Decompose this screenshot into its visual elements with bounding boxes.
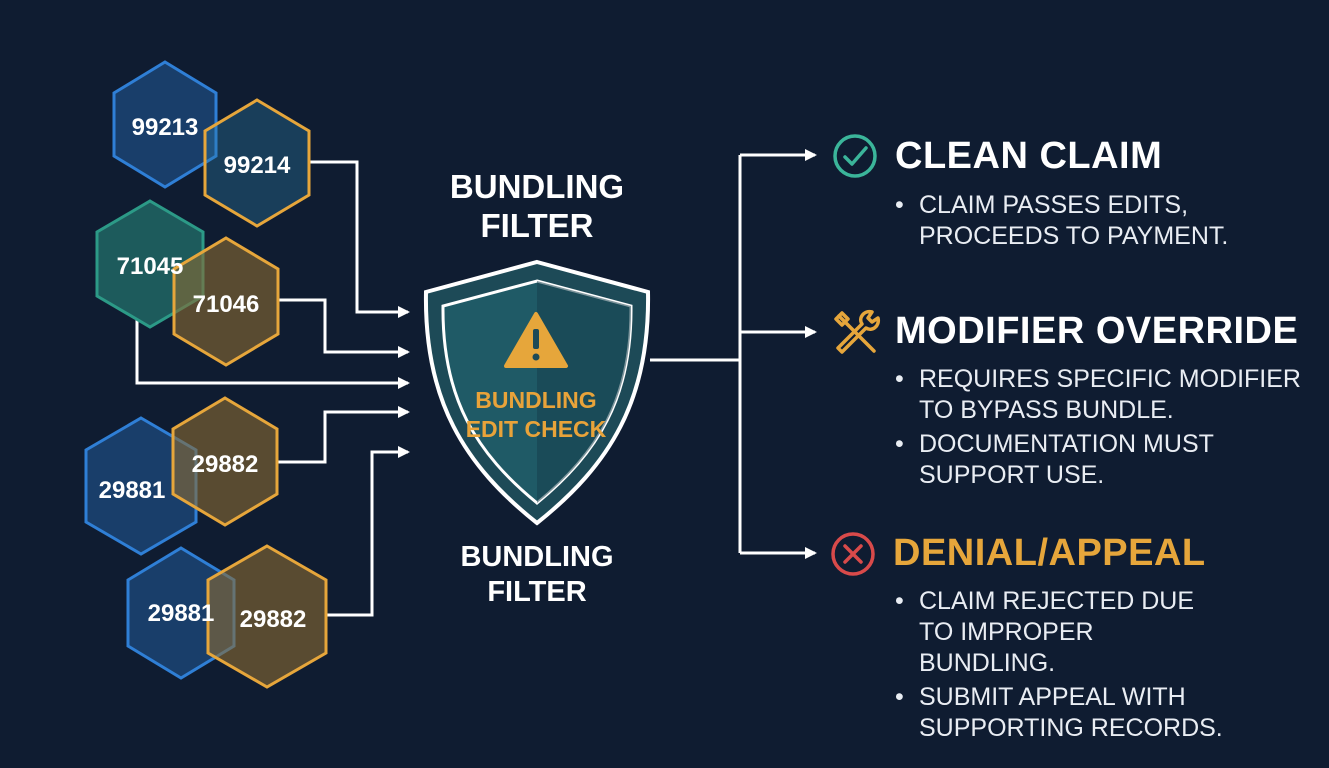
- filter-title-line: FILTER: [480, 207, 593, 244]
- code-hex[interactable]: [206, 544, 328, 689]
- warning-icon: [504, 312, 568, 368]
- bullet-item: REQUIRES SPECIFIC MODIFIER TO BYPASS BUN…: [893, 364, 1323, 426]
- x-circle-icon: [831, 532, 875, 576]
- code-label: 99213: [132, 114, 199, 141]
- bullet-item: DOCUMENTATION MUST SUPPORT USE.: [893, 429, 1323, 491]
- outcome-title-denial-appeal: DENIAL/APPEAL: [893, 532, 1206, 574]
- code-label: 29882: [240, 606, 307, 633]
- code-hex[interactable]: [203, 98, 311, 228]
- code-label: 29882: [192, 451, 259, 478]
- input-connectors: [135, 160, 410, 617]
- bundling-shield: BUNDLING EDIT CHECK: [423, 259, 651, 526]
- output-connectors: [650, 149, 817, 559]
- code-hex[interactable]: [172, 236, 280, 367]
- check-circle-icon: [833, 134, 877, 178]
- filter-title-line: BUNDLING: [460, 541, 613, 573]
- code-hex[interactable]: [171, 396, 279, 527]
- code-pair: 29881 29882: [84, 396, 279, 556]
- outcome-bullets-clean-claim: CLAIM PASSES EDITS, PROCEEDS TO PAYMENT.: [893, 190, 1233, 255]
- outcome-title-clean-claim: CLEAN CLAIM: [895, 135, 1163, 177]
- shield-label-line: EDIT CHECK: [466, 416, 607, 442]
- connector-29882-a: [276, 406, 410, 464]
- code-label: 99214: [224, 152, 291, 179]
- filter-title-top: BUNDLING FILTER: [450, 168, 624, 244]
- connector-29882-b: [326, 446, 410, 617]
- filter-title-line: BUNDLING: [450, 168, 624, 205]
- code-hex[interactable]: [112, 60, 218, 189]
- bullet-item: CLAIM PASSES EDITS, PROCEEDS TO PAYMENT.: [893, 190, 1233, 252]
- outcome-bullets-modifier-override: REQUIRES SPECIFIC MODIFIER TO BYPASS BUN…: [893, 364, 1323, 494]
- wrench-screwdriver-icon: [834, 309, 881, 354]
- outcome-title-modifier-override: MODIFIER OVERRIDE: [895, 310, 1299, 352]
- code-label: 71046: [193, 291, 260, 318]
- filter-title-bottom: BUNDLING FILTER: [460, 541, 613, 608]
- bullet-item: CLAIM REJECTED DUE TO IMPROPER BUNDLING.: [893, 586, 1223, 679]
- code-label: 71045: [117, 253, 184, 280]
- code-pair: 29881 29882: [126, 544, 328, 689]
- code-label: 29881: [148, 600, 215, 627]
- bullet-item: SUBMIT APPEAL WITH SUPPORTING RECORDS.: [893, 682, 1223, 744]
- connector-71046: [278, 298, 410, 358]
- filter-title-line: FILTER: [487, 576, 586, 608]
- connector-99214: [310, 160, 410, 318]
- shield-shade: [537, 281, 632, 503]
- shield-label-line: BUNDLING: [475, 387, 596, 413]
- connector-71045: [135, 320, 410, 389]
- code-pair: 71045 71046: [95, 199, 280, 367]
- code-pair: 99213 99214: [112, 60, 311, 228]
- code-label: 29881: [99, 477, 166, 504]
- outcome-bullets-denial-appeal: CLAIM REJECTED DUE TO IMPROPER BUNDLING.…: [893, 586, 1223, 747]
